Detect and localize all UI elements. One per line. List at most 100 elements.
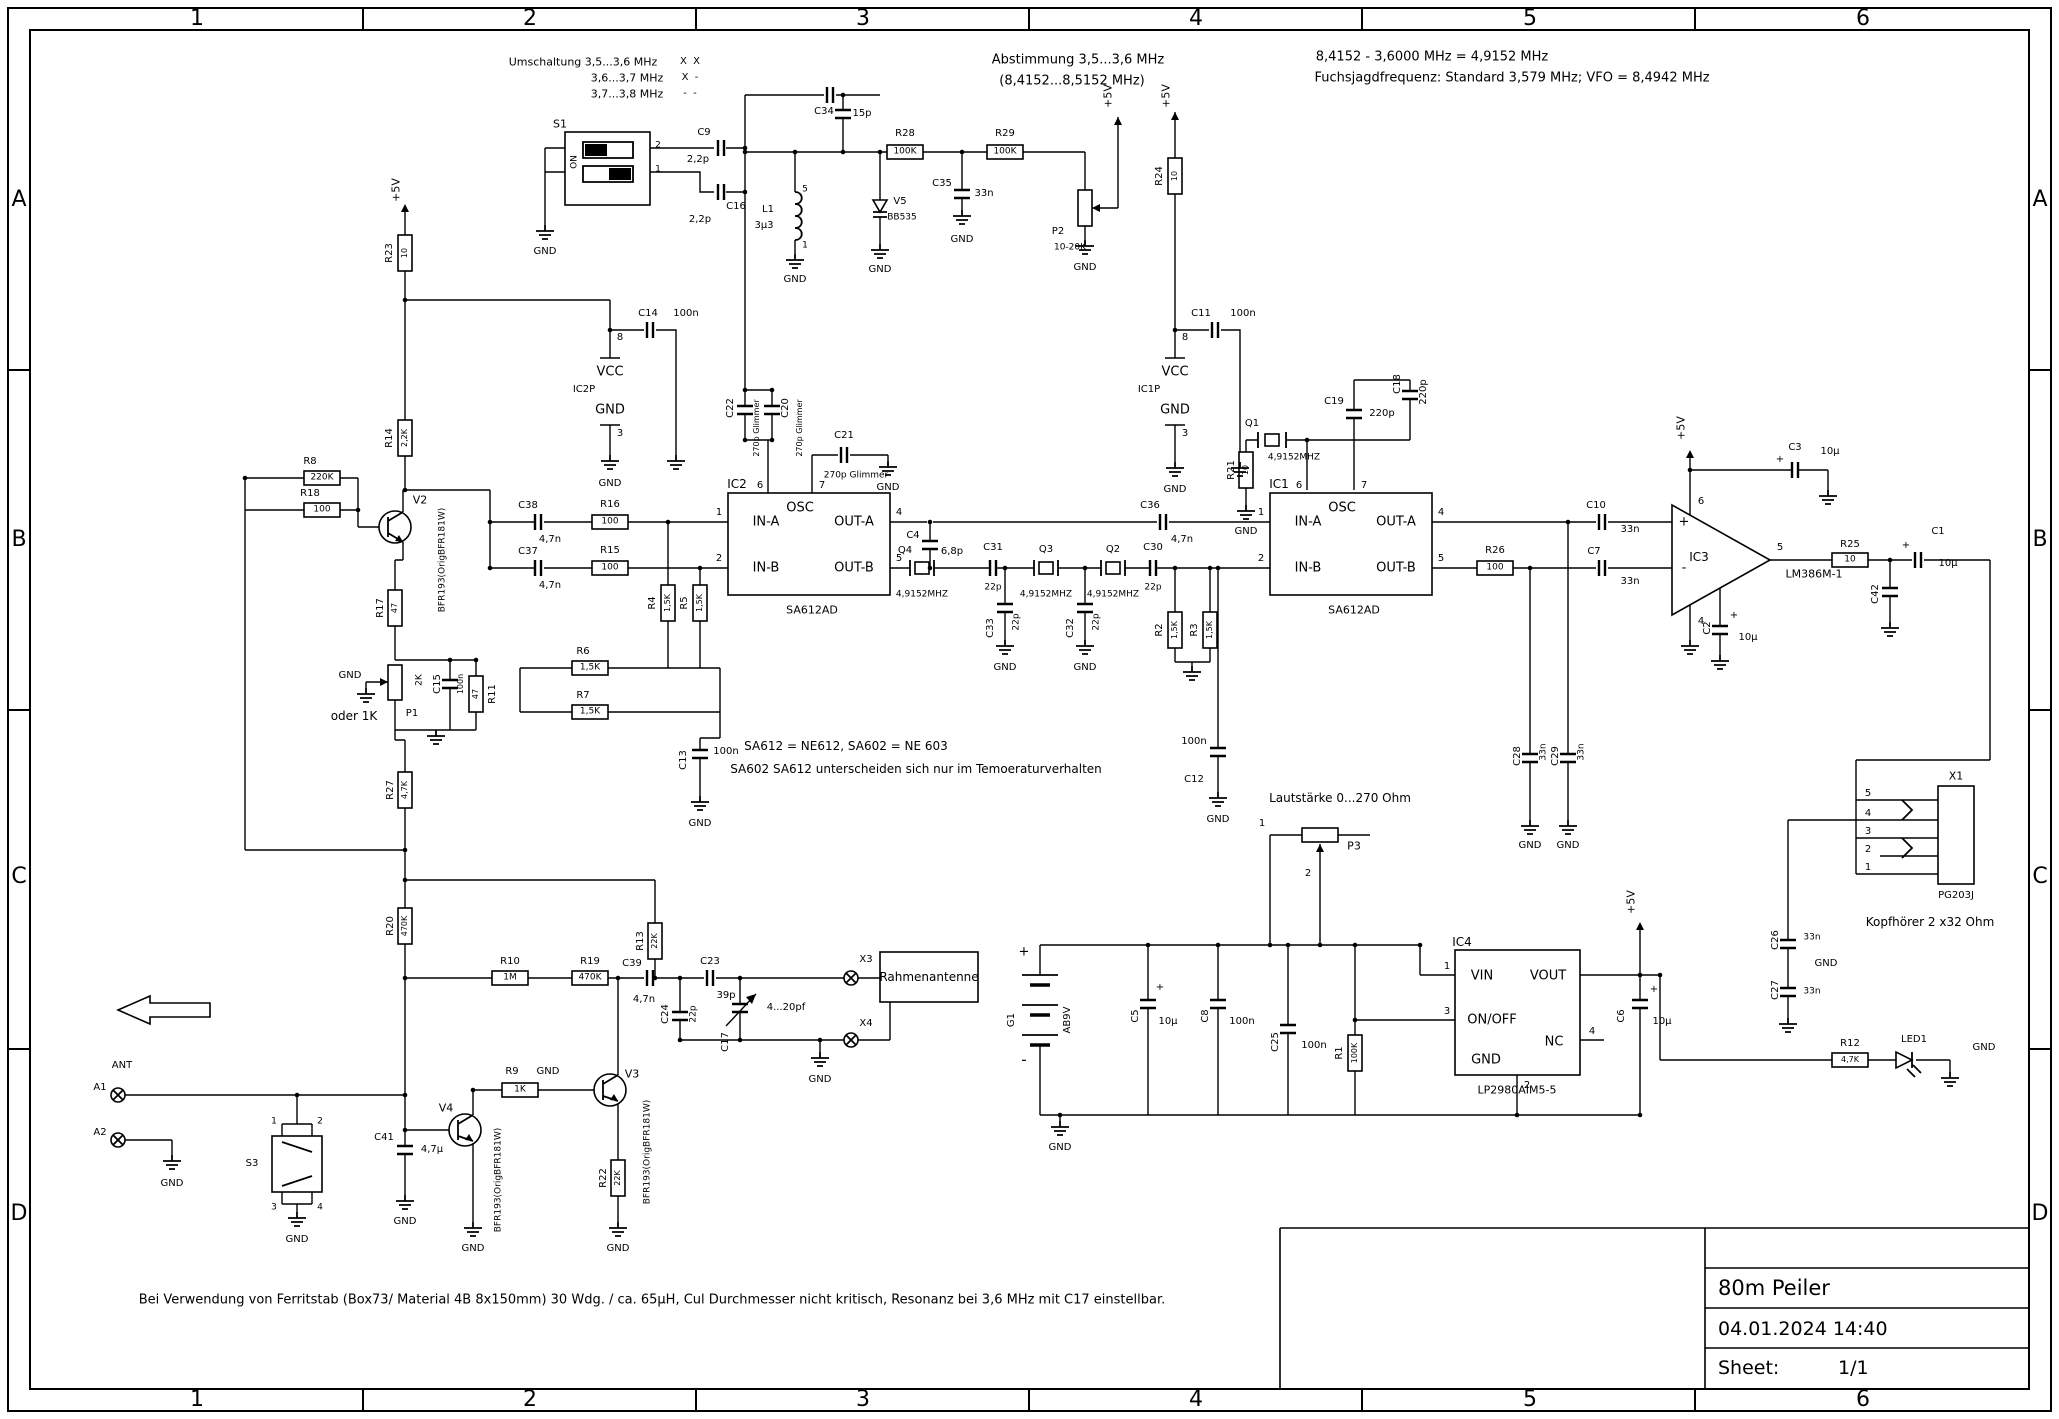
schematic-label: 10µ bbox=[1158, 1016, 1178, 1027]
schematic-label: C19 bbox=[1324, 396, 1344, 407]
schematic-label: 3 bbox=[1181, 428, 1189, 439]
schematic-label: SA612 = NE612, SA602 = NE 603 bbox=[744, 739, 948, 753]
zone-label: 5 bbox=[1523, 1387, 1537, 1412]
schematic-label: 1K bbox=[514, 1084, 526, 1095]
schematic-label: GND bbox=[1471, 1052, 1501, 1068]
schematic-label: C1 bbox=[1931, 526, 1945, 537]
schematic-label: 1,5K bbox=[1170, 621, 1179, 639]
schematic-label: 270p Glimmer bbox=[823, 470, 889, 481]
schematic-label: 4 bbox=[317, 1202, 323, 1213]
schematic-label: 4...20pf bbox=[766, 1002, 806, 1013]
schematic-label: Kopfhörer 2 x32 Ohm bbox=[1865, 915, 1995, 929]
schematic-label: S1 bbox=[553, 117, 567, 131]
schematic-label: 3 bbox=[271, 1202, 277, 1213]
schematic-label: 4 bbox=[895, 507, 903, 518]
schematic-label: C16 bbox=[726, 201, 746, 212]
schematic-label: R27 bbox=[385, 780, 396, 800]
schematic-label: R21 bbox=[1226, 460, 1237, 480]
schematic-label: R3 bbox=[1189, 623, 1200, 637]
schematic-label: 22p bbox=[1144, 582, 1162, 593]
zone-label: D bbox=[2031, 1201, 2049, 1226]
schematic-label: R12 bbox=[1840, 1038, 1860, 1049]
schematic-label: IC2P bbox=[572, 384, 596, 395]
schematic-label: C29 bbox=[1550, 746, 1561, 766]
schematic-label: GND bbox=[338, 670, 362, 681]
schematic-label: 1 bbox=[1258, 818, 1266, 829]
schematic-label: 5 bbox=[1776, 542, 1784, 553]
schematic-label: 6 bbox=[1295, 480, 1303, 491]
title-block-frame bbox=[1279, 1227, 2029, 1389]
schematic-label: A2 bbox=[93, 1127, 107, 1138]
schematic-label: GND bbox=[1073, 662, 1097, 673]
schematic-label: VIN bbox=[1470, 968, 1494, 984]
schematic-label: + bbox=[1018, 944, 1030, 960]
schematic-label: 4,7n bbox=[1170, 534, 1194, 545]
schematic-label: 10µ bbox=[1652, 1016, 1672, 1027]
schematic-label: OUT-A bbox=[1376, 514, 1416, 530]
schematic-label: C15 bbox=[432, 674, 443, 694]
schematic-label: 100n bbox=[456, 673, 465, 695]
schematic-label: C26 bbox=[1770, 930, 1781, 950]
schematic-label: C22 bbox=[725, 398, 736, 418]
schematic-label: X - bbox=[681, 72, 699, 83]
schematic-label: C2 bbox=[1702, 621, 1713, 635]
schematic-label: SA612AD bbox=[786, 603, 838, 617]
schematic-label: C4 bbox=[906, 530, 920, 541]
schematic-label: C31 bbox=[983, 542, 1003, 553]
schematic-label: C21 bbox=[834, 430, 854, 441]
schematic-label: - bbox=[1021, 1050, 1027, 1069]
schematic-label: 1 bbox=[1443, 961, 1451, 972]
schematic-label: 15p bbox=[852, 108, 872, 119]
schematic-label: 1 bbox=[655, 164, 661, 175]
schematic-label: 7 bbox=[818, 480, 826, 491]
schematic-label: X4 bbox=[859, 1018, 873, 1029]
schematic-label: R16 bbox=[600, 499, 620, 510]
schematic-label: 22K bbox=[613, 1170, 622, 1186]
schematic-label: OUT-A bbox=[834, 514, 874, 530]
schematic-label: C6 bbox=[1616, 1009, 1627, 1023]
zone-label: 3 bbox=[856, 6, 870, 31]
zone-label: 3 bbox=[856, 1387, 870, 1412]
schematic-label: 270p Glimmer bbox=[752, 399, 761, 457]
schematic-label: V2 bbox=[412, 493, 428, 507]
schematic-label: 2 bbox=[1257, 553, 1265, 564]
schematic-label: R28 bbox=[895, 128, 915, 139]
schematic-label: GND bbox=[595, 402, 625, 418]
schematic-label: 33n bbox=[1803, 932, 1821, 943]
schematic-label: 4,9152MHZ bbox=[1086, 589, 1140, 600]
schematic-label: + bbox=[1775, 454, 1785, 465]
schematic-label: Bei Verwendung von Ferritstab (Box73/ Ma… bbox=[138, 1292, 1166, 1308]
schematic-label: 470K bbox=[578, 972, 602, 983]
schematic-label: Q4 bbox=[897, 545, 913, 556]
schematic-label: GND bbox=[688, 818, 712, 829]
schematic-label: Fuchsjagdfrequenz: Standard 3,579 MHz; V… bbox=[1314, 70, 1710, 86]
schematic-label: + bbox=[1649, 984, 1659, 995]
schematic-label: + bbox=[1901, 540, 1911, 551]
schematic-label: (8,4152...8,5152 MHz) bbox=[999, 73, 1145, 89]
schematic-label: 3 bbox=[1864, 826, 1872, 837]
schematic-label: ON/OFF bbox=[1467, 1012, 1517, 1028]
schematic-label: Abstimmung 3,5...3,6 MHz bbox=[991, 52, 1165, 68]
schematic-label: C36 bbox=[1140, 500, 1160, 511]
schematic-label: 2 bbox=[1304, 868, 1312, 879]
schematic-label: 1 bbox=[1864, 862, 1872, 873]
schematic-label: 1,5K bbox=[1205, 621, 1214, 639]
schematic-label: C3 bbox=[1788, 442, 1802, 453]
schematic-label: C14 bbox=[638, 308, 658, 319]
schematic-label: R10 bbox=[500, 956, 520, 967]
schematic-label: R22 bbox=[598, 1168, 609, 1188]
schematic-label: OUT-B bbox=[834, 560, 874, 576]
schematic-label: 3µ3 bbox=[754, 220, 774, 231]
schematic-label: Rahmenantenne bbox=[879, 970, 979, 984]
schematic-label: - bbox=[1681, 560, 1687, 576]
schematic-label: C10 bbox=[1586, 500, 1606, 511]
schematic-label: 10µ bbox=[1820, 446, 1840, 457]
schematic-label: 10-20K bbox=[1053, 242, 1087, 253]
schematic-label: 5 bbox=[1864, 788, 1872, 799]
schematic-label: 220K bbox=[310, 472, 334, 483]
schematic-label: IC2 bbox=[727, 477, 747, 491]
schematic-label: C7 bbox=[1587, 546, 1601, 557]
schematic-label: GND bbox=[1814, 958, 1838, 969]
schematic-label: 100n bbox=[1301, 1040, 1327, 1051]
zone-label: 4 bbox=[1189, 1387, 1203, 1412]
